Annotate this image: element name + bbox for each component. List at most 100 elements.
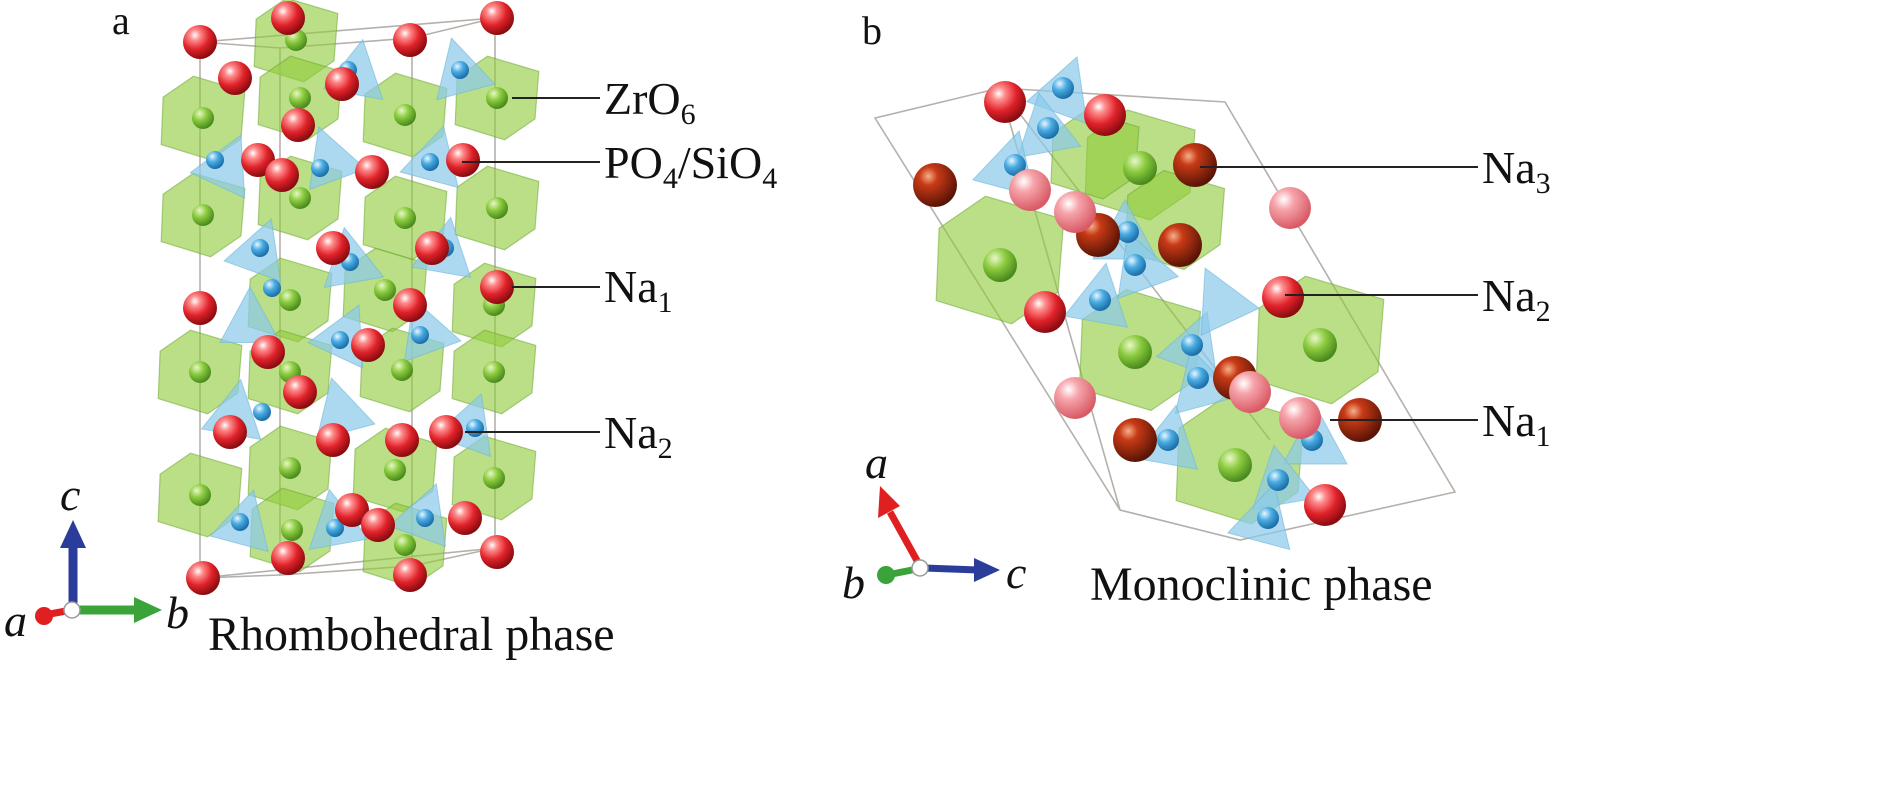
sodium-atom [1262,276,1304,318]
p-atom [311,159,329,177]
sodium-atom [271,1,305,35]
zr-atom [281,519,303,541]
sodium-atom-light [1009,169,1051,211]
sodium-atom [265,158,299,192]
axis-triad-b: a b c [842,437,1026,608]
si-atom [1089,289,1111,311]
axis-label-b-a: b [166,587,189,638]
sodium-atom-dark [1113,418,1157,462]
sodium-atom [480,1,514,35]
sodium-atom [325,67,359,101]
p-atom [466,419,484,437]
p-atom [331,331,349,349]
atoms-rhombohedral [183,1,514,595]
zr-atom [394,534,416,556]
p-atom [411,326,429,344]
sodium-atom [393,23,427,57]
sodium-atom [183,291,217,325]
si-atom [1267,469,1289,491]
zr-atom [486,197,508,219]
zr-atom [189,361,211,383]
caption-rhombohedral: Rhombohedral phase [208,608,615,661]
p-atom [253,403,271,421]
zr-atom [289,187,311,209]
zr-atom [983,248,1017,282]
sodium-atom [393,558,427,592]
sodium-atom-dark [1173,143,1217,187]
sodium-atom [218,61,252,95]
zr-atom [384,459,406,481]
sodium-atom [448,501,482,535]
zr-atom [374,279,396,301]
sodium-atom [1304,484,1346,526]
sodium-atom [393,288,427,322]
label-na1-b: Na1 [1482,395,1551,453]
sodium-atom [213,415,247,449]
zr-atom [279,457,301,479]
sodium-atom [480,270,514,304]
si-atom [1117,221,1139,243]
sodium-atom [281,108,315,142]
sodium-atom-dark [1158,223,1202,267]
axis-a-ball [35,607,53,625]
po4-tetrahedron [219,285,281,343]
sodium-atom [316,231,350,265]
sodium-atom [415,231,449,265]
axis-label-a-b: a [865,437,888,488]
atoms-monoclinic [913,77,1382,529]
zr-atom [486,87,508,109]
label-po4-sio4: PO4/SiO4 [604,137,777,195]
si-atom [1052,77,1074,99]
axis-label-c-b: c [1006,547,1026,598]
zr-atom [192,107,214,129]
axis-c-arrowhead-b [974,558,1000,582]
zr-atom [483,361,505,383]
sodium-atom [316,423,350,457]
p-atom [251,239,269,257]
p-atom [326,519,344,537]
sio4-tetrahedron [1200,267,1261,337]
sodium-atom [251,335,285,369]
axis-a-arrow [886,510,924,568]
zr-atom [1123,151,1157,185]
axis-triad-a: c a b [4,469,189,646]
sodium-atom [283,375,317,409]
sodium-atom-dark [913,163,957,207]
sodium-atom [335,493,369,527]
label-zro6: ZrO6 [604,73,696,131]
zr-atom [192,204,214,226]
p-atom [263,279,281,297]
sodium-atom-light [1279,397,1321,439]
zr-atom [1118,335,1152,369]
sodium-atom [1024,291,1066,333]
sodium-atom [984,81,1026,123]
zr-atom [394,207,416,229]
axis-label-c-a: c [60,469,80,520]
sodium-atom [480,535,514,569]
sodium-atom-light [1269,187,1311,229]
label-na1-a: Na1 [604,261,673,319]
sodium-atom [385,423,419,457]
si-atom [1181,334,1203,356]
si-atom [1157,429,1179,451]
axis-origin [63,601,81,619]
axis-c-arrowhead [60,520,86,548]
zr-atom [391,359,413,381]
sodium-atom [429,415,463,449]
p-atom [451,61,469,79]
sodium-atom [355,155,389,189]
zr-atom [189,484,211,506]
p-atom [231,513,249,531]
axis-b-arrowhead [134,597,162,623]
sodium-atom [1084,94,1126,136]
si-atom [1187,367,1209,389]
axis-origin-b [911,559,929,577]
sodium-atom-light [1054,191,1096,233]
p-atom [421,153,439,171]
axis-c-arrow-b [923,564,979,574]
axis-b-ball [877,566,895,584]
leader-lines-a [462,97,600,433]
zr-atom [483,467,505,489]
label-na2-b: Na2 [1482,270,1551,328]
si-atom [1124,254,1146,276]
